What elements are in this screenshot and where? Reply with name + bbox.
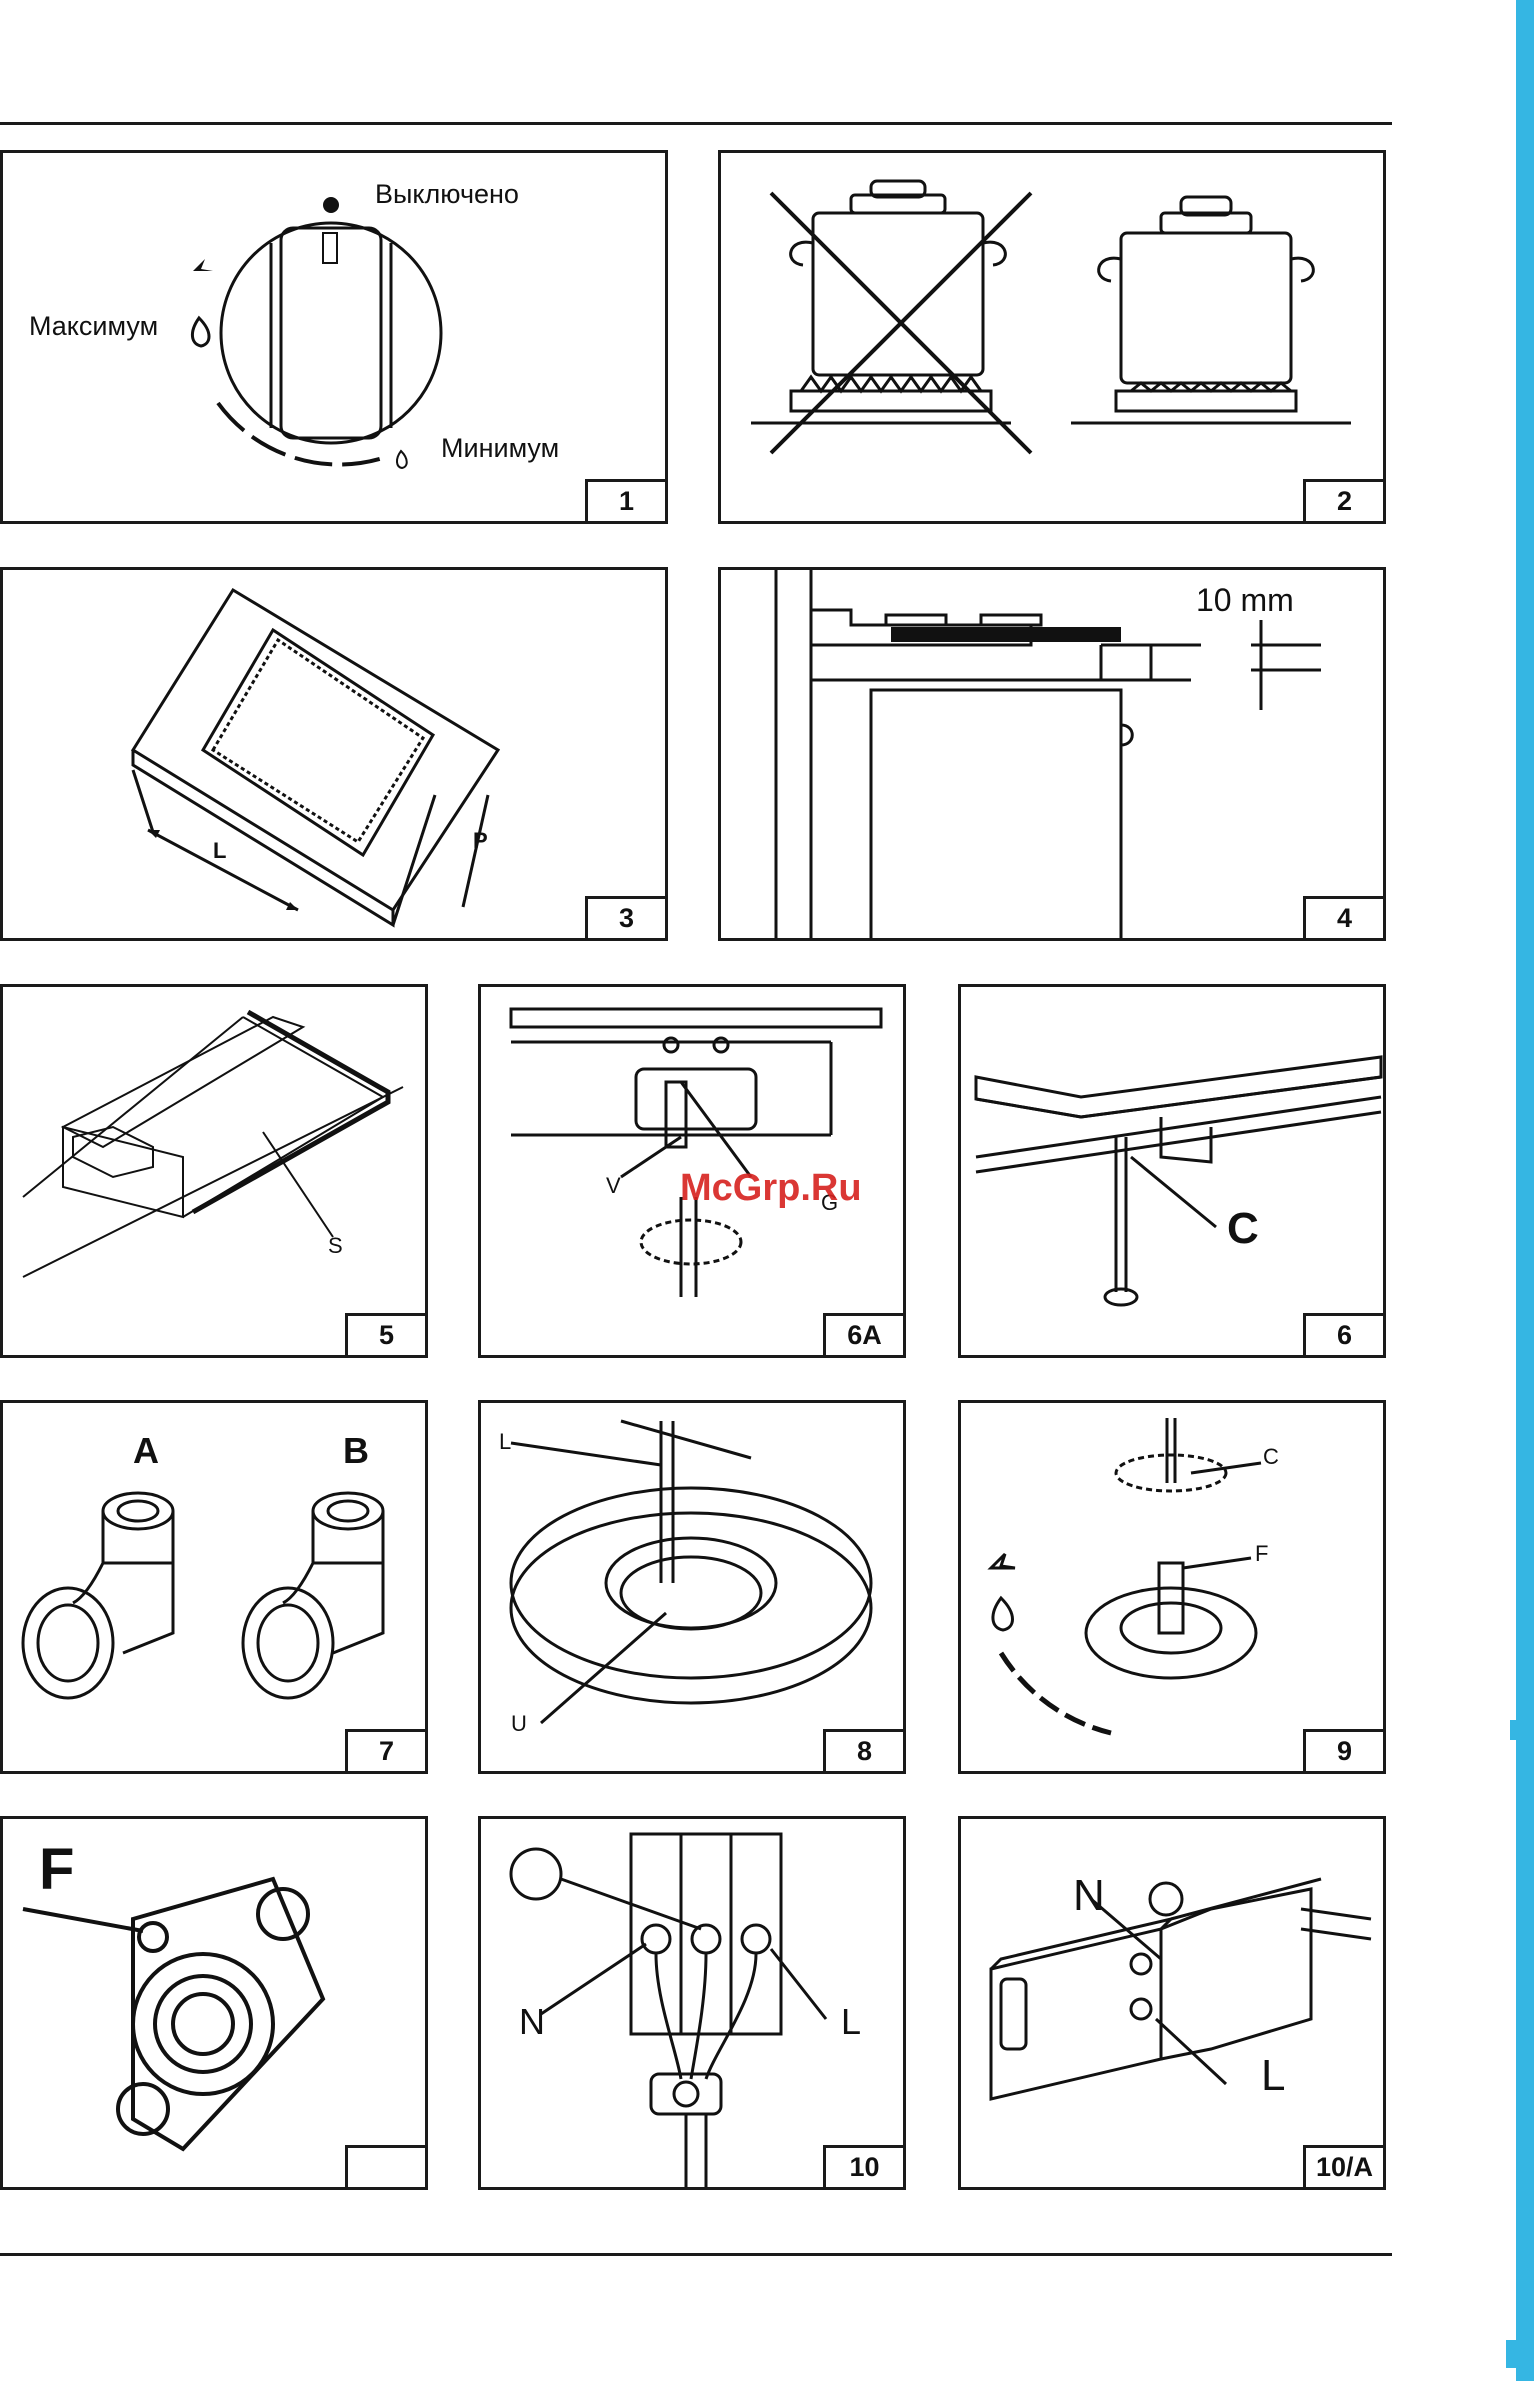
label-l: L bbox=[499, 1431, 511, 1453]
pots-drawing bbox=[721, 153, 1386, 524]
figure-1-knob: Выключено Максимум Минимум 1 bbox=[0, 150, 668, 524]
adjustment-drawing bbox=[961, 1403, 1386, 1774]
label-n: N bbox=[519, 2004, 545, 2040]
figure-4-installation: 10 mm 4 bbox=[718, 567, 1386, 941]
figure-2-pots: 2 bbox=[718, 150, 1386, 524]
watermark: McGrp.Ru bbox=[680, 1167, 862, 1210]
label-length: L bbox=[213, 840, 226, 862]
label-off: Выключено bbox=[375, 181, 519, 208]
label-clamp: C bbox=[1227, 1207, 1259, 1251]
figure-number: 6 bbox=[1303, 1313, 1383, 1355]
side-marker bbox=[1510, 1720, 1524, 1740]
figure-3-cutout: L P 3 bbox=[0, 567, 668, 941]
figure-number: 9 bbox=[1303, 1729, 1383, 1771]
figure-6-clamp: C 6 bbox=[958, 984, 1386, 1358]
label-seal: S bbox=[328, 1235, 343, 1257]
label-min: Минимум bbox=[441, 435, 559, 462]
figure-number: 10/A bbox=[1303, 2145, 1383, 2187]
side-color-strip bbox=[1516, 0, 1534, 2381]
label-a: A bbox=[133, 1433, 159, 1469]
label-l: L bbox=[1261, 2054, 1285, 2098]
label-v: V bbox=[606, 1175, 621, 1197]
figure-8-injector: L U 8 bbox=[478, 1400, 906, 1774]
connector-drawing bbox=[961, 1819, 1386, 2190]
figure-number: 5 bbox=[345, 1313, 425, 1355]
cutout-drawing bbox=[3, 570, 668, 941]
label-l: L bbox=[841, 2004, 861, 2040]
seal-drawing bbox=[3, 987, 428, 1358]
label-b: B bbox=[343, 1433, 369, 1469]
figure-10a-connector: N L 10/A bbox=[958, 1816, 1386, 2190]
figure-number: 8 bbox=[823, 1729, 903, 1771]
top-rule bbox=[0, 122, 1392, 125]
bottom-rule bbox=[0, 2253, 1392, 2256]
label-f: F bbox=[1255, 1543, 1268, 1565]
injector-drawing bbox=[481, 1403, 906, 1774]
label-u: U bbox=[511, 1713, 527, 1735]
figure-number: 4 bbox=[1303, 896, 1383, 938]
figure-9-adjustment: C F 9 bbox=[958, 1400, 1386, 1774]
figure-number: 2 bbox=[1303, 479, 1383, 521]
figure-number bbox=[345, 2145, 425, 2187]
label-max: Максимум bbox=[29, 313, 158, 340]
figure-number: 6A bbox=[823, 1313, 903, 1355]
label-depth: P bbox=[473, 830, 488, 852]
figure-5-seal: S 5 bbox=[0, 984, 428, 1358]
figure-7-fittings: A B 7 bbox=[0, 1400, 428, 1774]
side-marker-bottom bbox=[1506, 2340, 1534, 2368]
clamp-drawing bbox=[961, 987, 1386, 1358]
figure-number: 1 bbox=[585, 479, 665, 521]
label-c: C bbox=[1263, 1446, 1279, 1468]
figure-number: 10 bbox=[823, 2145, 903, 2187]
label-n: N bbox=[1073, 1874, 1105, 1918]
figure-10-terminal: N L 10 bbox=[478, 1816, 906, 2190]
installation-drawing bbox=[721, 570, 1386, 941]
figure-number: 7 bbox=[345, 1729, 425, 1771]
label-gap: 10 mm bbox=[1196, 584, 1294, 616]
label-f: F bbox=[39, 1841, 74, 1899]
figure-number: 3 bbox=[585, 896, 665, 938]
figure-valve: F bbox=[0, 1816, 428, 2190]
